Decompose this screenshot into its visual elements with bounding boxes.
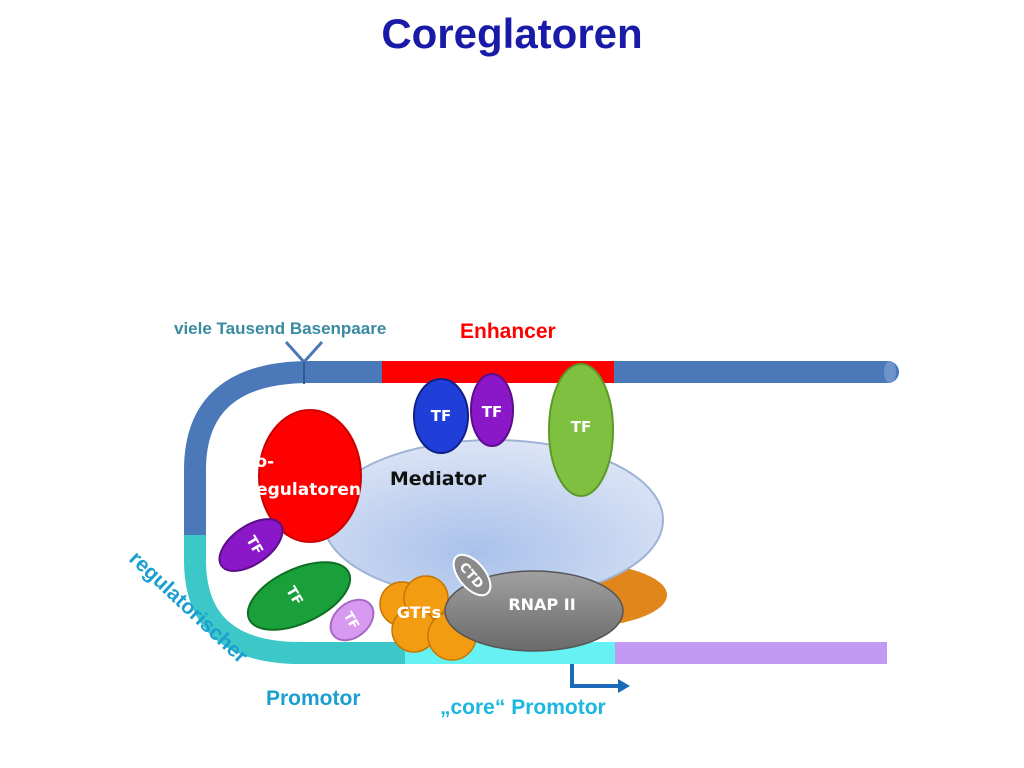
coregulator-complex: [258, 409, 362, 543]
tf-blue-label: TF: [431, 407, 451, 425]
tf-purple: [470, 373, 514, 447]
tf-green-enhancer: [548, 363, 614, 497]
enhancer-label: Enhancer: [460, 320, 556, 343]
gtfs-label: GTFs: [397, 603, 441, 622]
ctd-domain: [452, 553, 492, 597]
transcription-start-arrow: [570, 664, 618, 688]
regulatory-promoter-dna: [184, 535, 405, 664]
coregulator-label-line2: Regulatoren: [243, 480, 361, 500]
enhancer-dna: [382, 361, 614, 383]
basepair-break-marker: [284, 340, 324, 365]
dna-end-cap: [884, 361, 896, 383]
rnap-ii-label: RNAP II: [508, 595, 575, 614]
tf-darkgreen-promoter: [246, 561, 352, 631]
arrow-head-icon: [618, 679, 630, 693]
regulatory-promoter-label-2: Promotor: [266, 687, 361, 710]
page-title: Coreglatoren: [381, 10, 643, 57]
dna-loop: [184, 361, 899, 546]
basepairs-label: viele Tausend Basenpaare: [174, 319, 386, 338]
tf-purple-label: TF: [482, 403, 502, 421]
tf-blue: [413, 378, 469, 454]
tf-purple-promoter: [218, 518, 284, 572]
core-promoter-label: „core“ Promotor: [440, 696, 606, 719]
tf-green-enhancer-label: TF: [571, 418, 591, 436]
downstream-dna: [615, 642, 887, 664]
tf-lilac-promoter: [329, 598, 375, 642]
mediator-label: Mediator: [390, 468, 487, 490]
coregulator-label-line1: Co-: [243, 452, 274, 472]
